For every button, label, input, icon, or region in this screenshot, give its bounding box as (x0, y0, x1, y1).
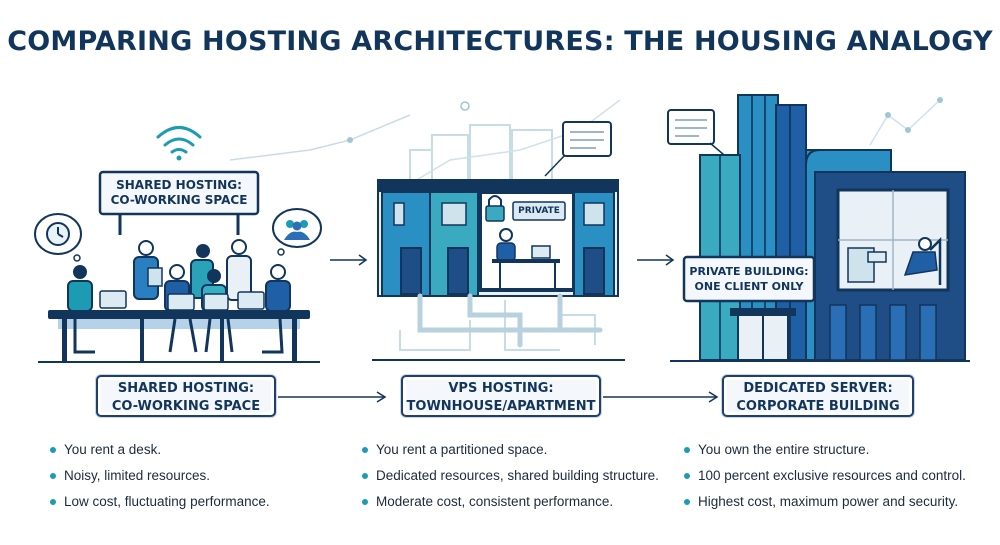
townhouse-illustration (372, 99, 625, 361)
sign-line-1: PRIVATE BUILDING: (689, 265, 809, 278)
list-item: Dedicated resources, shared building str… (362, 467, 659, 493)
corporate-illustration (667, 94, 970, 362)
coworking-illustration (34, 114, 411, 363)
list-item: 100 percent exclusive resources and cont… (684, 467, 966, 493)
sign-line-2: ONE CLIENT ONLY (694, 280, 804, 293)
arrow-right-icon (330, 254, 675, 266)
label-line-2: TOWNHOUSE/APARTMENT (406, 399, 596, 414)
dedicated-server-bullets: You own the entire structure. 100 percen… (684, 441, 966, 519)
vps-hosting-label: VPS HOSTING: TOWNHOUSE/APARTMENT (401, 375, 601, 417)
wifi-icon (156, 126, 202, 161)
label-line-1: SHARED HOSTING: (117, 381, 255, 396)
list-item: Low cost, fluctuating performance. (50, 493, 270, 519)
dedicated-server-label: DEDICATED SERVER: CORPORATE BUILDING (722, 375, 914, 417)
list-item: You rent a partitioned space. (362, 441, 659, 467)
people-icon (272, 208, 322, 256)
label-line-2: CORPORATE BUILDING (736, 399, 900, 414)
label-line-2: CO-WORKING SPACE (111, 399, 261, 414)
shared-hosting-label: SHARED HOSTING: CO-WORKING SPACE (96, 375, 276, 417)
vps-hosting-bullets: You rent a partitioned space. Dedicated … (362, 441, 659, 519)
page-title: COMPARING HOSTING ARCHITECTURES: THE HOU… (7, 26, 993, 57)
sign-line-1: SHARED HOSTING: (116, 178, 242, 192)
clock-icon (34, 213, 82, 262)
label-line-1: DEDICATED SERVER: (743, 381, 893, 396)
list-item: Highest cost, maximum power and security… (684, 493, 966, 519)
laptop-icon (99, 290, 265, 311)
label-line-1: VPS HOSTING: (448, 381, 554, 396)
shared-hosting-bullets: You rent a desk. Noisy, limited resource… (50, 441, 270, 519)
coworking-sign: SHARED HOSTING: CO-WORKING SPACE (100, 178, 258, 208)
list-item: Noisy, limited resources. (50, 467, 270, 493)
list-item: You rent a desk. (50, 441, 270, 467)
sign-line-2: CO-WORKING SPACE (110, 193, 248, 207)
list-item: You own the entire structure. (684, 441, 966, 467)
private-building-sign: PRIVATE BUILDING: ONE CLIENT ONLY (684, 264, 814, 294)
lock-icon (485, 195, 505, 222)
private-sign: PRIVATE (518, 206, 560, 216)
list-item: Moderate cost, consistent performance. (362, 493, 659, 519)
